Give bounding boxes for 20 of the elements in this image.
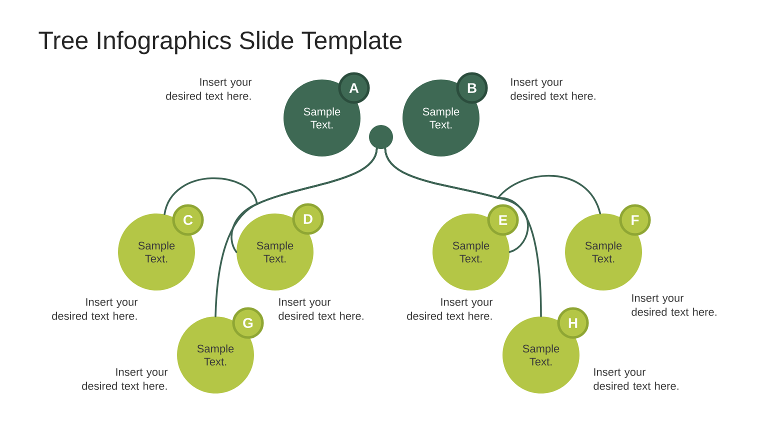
letter-badge: E bbox=[487, 204, 519, 236]
note-text: Insert your desired text here. bbox=[82, 368, 168, 390]
note-text: Insert your desired text here. bbox=[407, 298, 493, 320]
letter-badge: C bbox=[172, 204, 204, 236]
branch-line bbox=[384, 148, 542, 318]
note-text: Insert your desired text here. bbox=[632, 294, 716, 316]
letter-badge: B bbox=[456, 72, 488, 104]
note-text: Insert your desired text here. bbox=[594, 368, 678, 390]
letter-badge: A bbox=[338, 72, 370, 104]
letter-badge: H bbox=[557, 307, 589, 339]
note-text: Insert your desired text here. bbox=[52, 298, 138, 320]
note-text: Insert your desired text here. bbox=[510, 78, 596, 100]
letter-badge: D bbox=[292, 203, 324, 235]
branch-line bbox=[214, 148, 378, 318]
letter-badge: F bbox=[619, 204, 651, 236]
title: Tree Infographics Slide Template bbox=[38, 30, 402, 54]
note-text: Insert your desired text here. bbox=[278, 298, 364, 320]
hub-circle bbox=[369, 125, 393, 149]
note-text: Insert your desired text here. bbox=[166, 78, 252, 100]
letter-badge: G bbox=[232, 307, 264, 339]
